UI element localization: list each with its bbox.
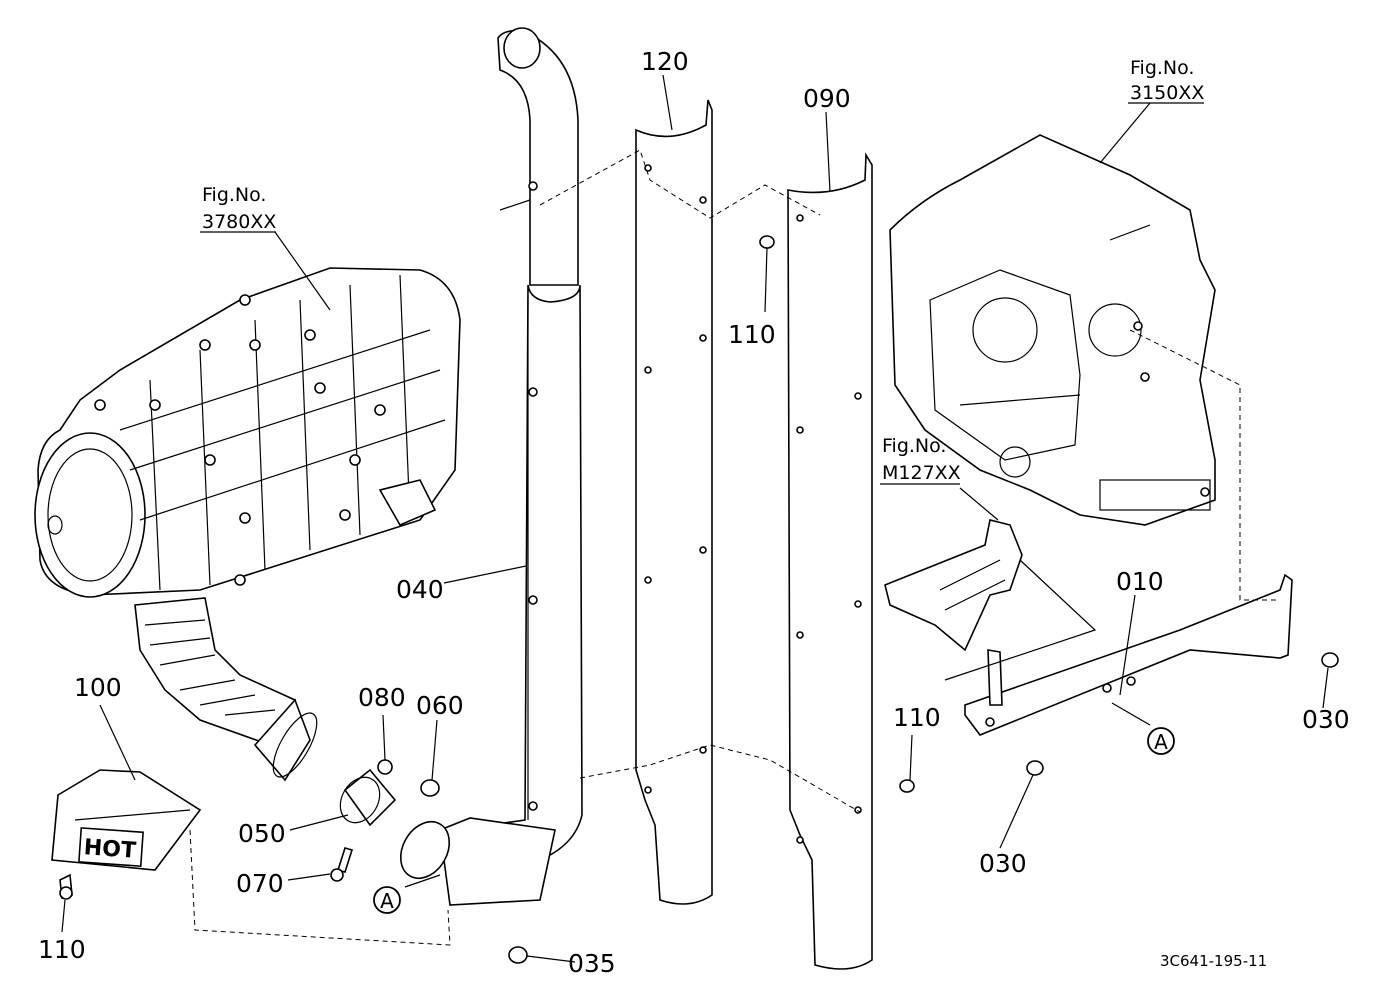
muffler-assembly (34, 267, 461, 782)
fig-ref-housing-line1: Fig.No. (1130, 57, 1194, 79)
label-110-right: 110 (893, 703, 941, 732)
clamp-parts (330, 759, 440, 882)
drawing-code: 3C641-195-11 (1160, 952, 1267, 970)
callout-a-left: A (373, 886, 401, 914)
label-030-bottom: 030 (979, 849, 1027, 878)
label-090: 090 (803, 84, 851, 113)
flywheel-housing (889, 134, 1216, 526)
fig-ref-bracket-line1: Fig.No. (882, 435, 946, 457)
label-100: 100 (74, 673, 122, 702)
tail-pipe (399, 27, 583, 906)
bracket-m127 (884, 519, 1023, 652)
pipe-cover-120 (635, 99, 713, 905)
leader-lines (61, 74, 1329, 963)
fig-ref-housing: Fig.No. 3150XX (1128, 57, 1204, 104)
label-070: 070 (236, 869, 284, 898)
cover-bolts (759, 235, 915, 793)
support-bar-010 (964, 573, 1293, 736)
label-120: 120 (641, 47, 689, 76)
callout-a-left-text: A (380, 889, 394, 913)
label-040: 040 (396, 575, 444, 604)
pipe-cover-090 (787, 152, 873, 970)
fig-ref-muffler: Fig.No. 3780XX (200, 184, 276, 233)
label-110-left: 110 (38, 935, 86, 964)
fig-ref-housing-line2: 3150XX (1130, 82, 1204, 104)
callout-a-right: A (1147, 727, 1175, 755)
hot-warning-text: HOT (83, 835, 137, 864)
assembly-lines (189, 149, 1280, 946)
label-035: 035 (568, 949, 616, 978)
fig-ref-bracket-line2: M127XX (882, 462, 961, 484)
bolt-035 (508, 946, 528, 964)
bolts-030 (1026, 652, 1339, 776)
label-110-top: 110 (728, 320, 776, 349)
fig-ref-muffler-line2: 3780XX (202, 211, 276, 233)
fig-ref-muffler-line1: Fig.No. (202, 184, 266, 206)
heat-shield (51, 769, 202, 900)
fig-ref-bracket: Fig.No. M127XX (880, 435, 961, 485)
label-060: 060 (416, 691, 464, 720)
label-050: 050 (238, 819, 286, 848)
callout-a-right-text: A (1154, 730, 1168, 754)
label-010: 010 (1116, 567, 1164, 596)
label-030-right: 030 (1302, 705, 1350, 734)
label-080: 080 (358, 683, 406, 712)
